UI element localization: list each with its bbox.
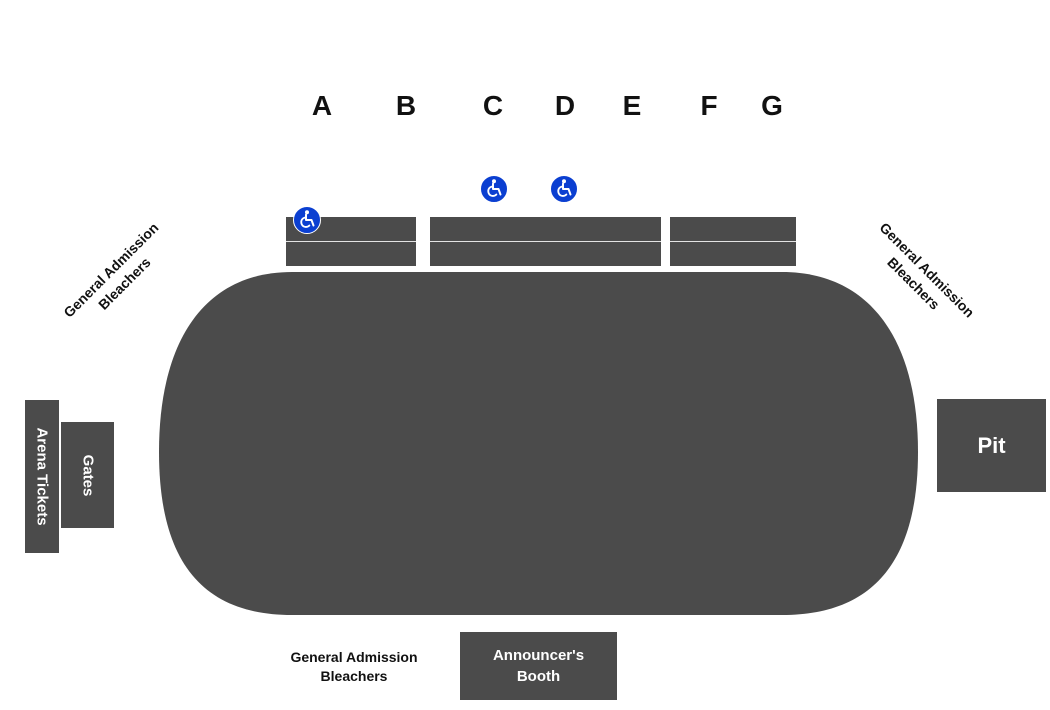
arena-tickets-label: Arena Tickets <box>33 427 51 526</box>
row-divider <box>430 241 661 242</box>
row-divider <box>670 241 796 242</box>
gates-label: Gates <box>78 454 96 496</box>
pit-label: Pit <box>977 432 1006 458</box>
seating-block-right[interactable] <box>670 217 796 266</box>
section-label-f: F <box>700 90 718 121</box>
general-admission-bottom: General Admission Bleachers <box>290 649 418 684</box>
gates-area[interactable]: Gates <box>61 422 114 528</box>
wheelchair-icon[interactable] <box>480 175 508 203</box>
section-label-c: C <box>482 90 504 121</box>
wheelchair-glyph <box>487 179 502 197</box>
announcers-booth-area[interactable]: Announcer's Booth <box>460 632 617 700</box>
wheelchair-glyph <box>557 179 572 197</box>
section-label-a: A <box>311 90 333 121</box>
section-label-e: E <box>622 90 642 121</box>
row-divider <box>286 241 416 242</box>
pit-area[interactable]: Pit <box>937 399 1046 492</box>
wheelchair-icon[interactable] <box>293 206 321 234</box>
section-label-d: D <box>554 90 576 121</box>
arena-floor-shape <box>159 272 918 615</box>
section-label-g: G <box>761 90 783 121</box>
seating-block-center[interactable] <box>430 217 661 266</box>
wheelchair-glyph <box>300 210 315 228</box>
announcers-booth-label: Announcer's Booth <box>492 647 585 685</box>
arena-tickets-area[interactable]: Arena Tickets <box>25 400 59 553</box>
section-label-b: B <box>395 90 417 121</box>
wheelchair-icon[interactable] <box>550 175 578 203</box>
